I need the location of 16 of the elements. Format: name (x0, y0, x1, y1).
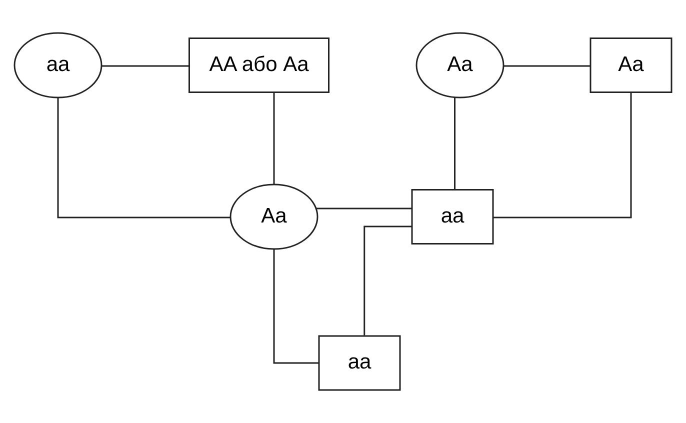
connector (504, 65, 590, 67)
connector (454, 97, 456, 190)
node-ellipse: Aa (416, 32, 504, 98)
node-box: aa (411, 189, 494, 244)
node-ellipse: aa (14, 32, 102, 98)
connector (273, 92, 275, 184)
connector (364, 226, 412, 336)
node-ellipse: Aa (230, 184, 318, 250)
connector (57, 98, 230, 218)
node-box: aa (318, 335, 401, 391)
connector (102, 65, 189, 67)
connector (316, 208, 412, 210)
connector (273, 249, 319, 364)
node-box: Aa (590, 38, 672, 93)
node-box: AA або Aa (188, 38, 330, 93)
connector (493, 92, 632, 218)
